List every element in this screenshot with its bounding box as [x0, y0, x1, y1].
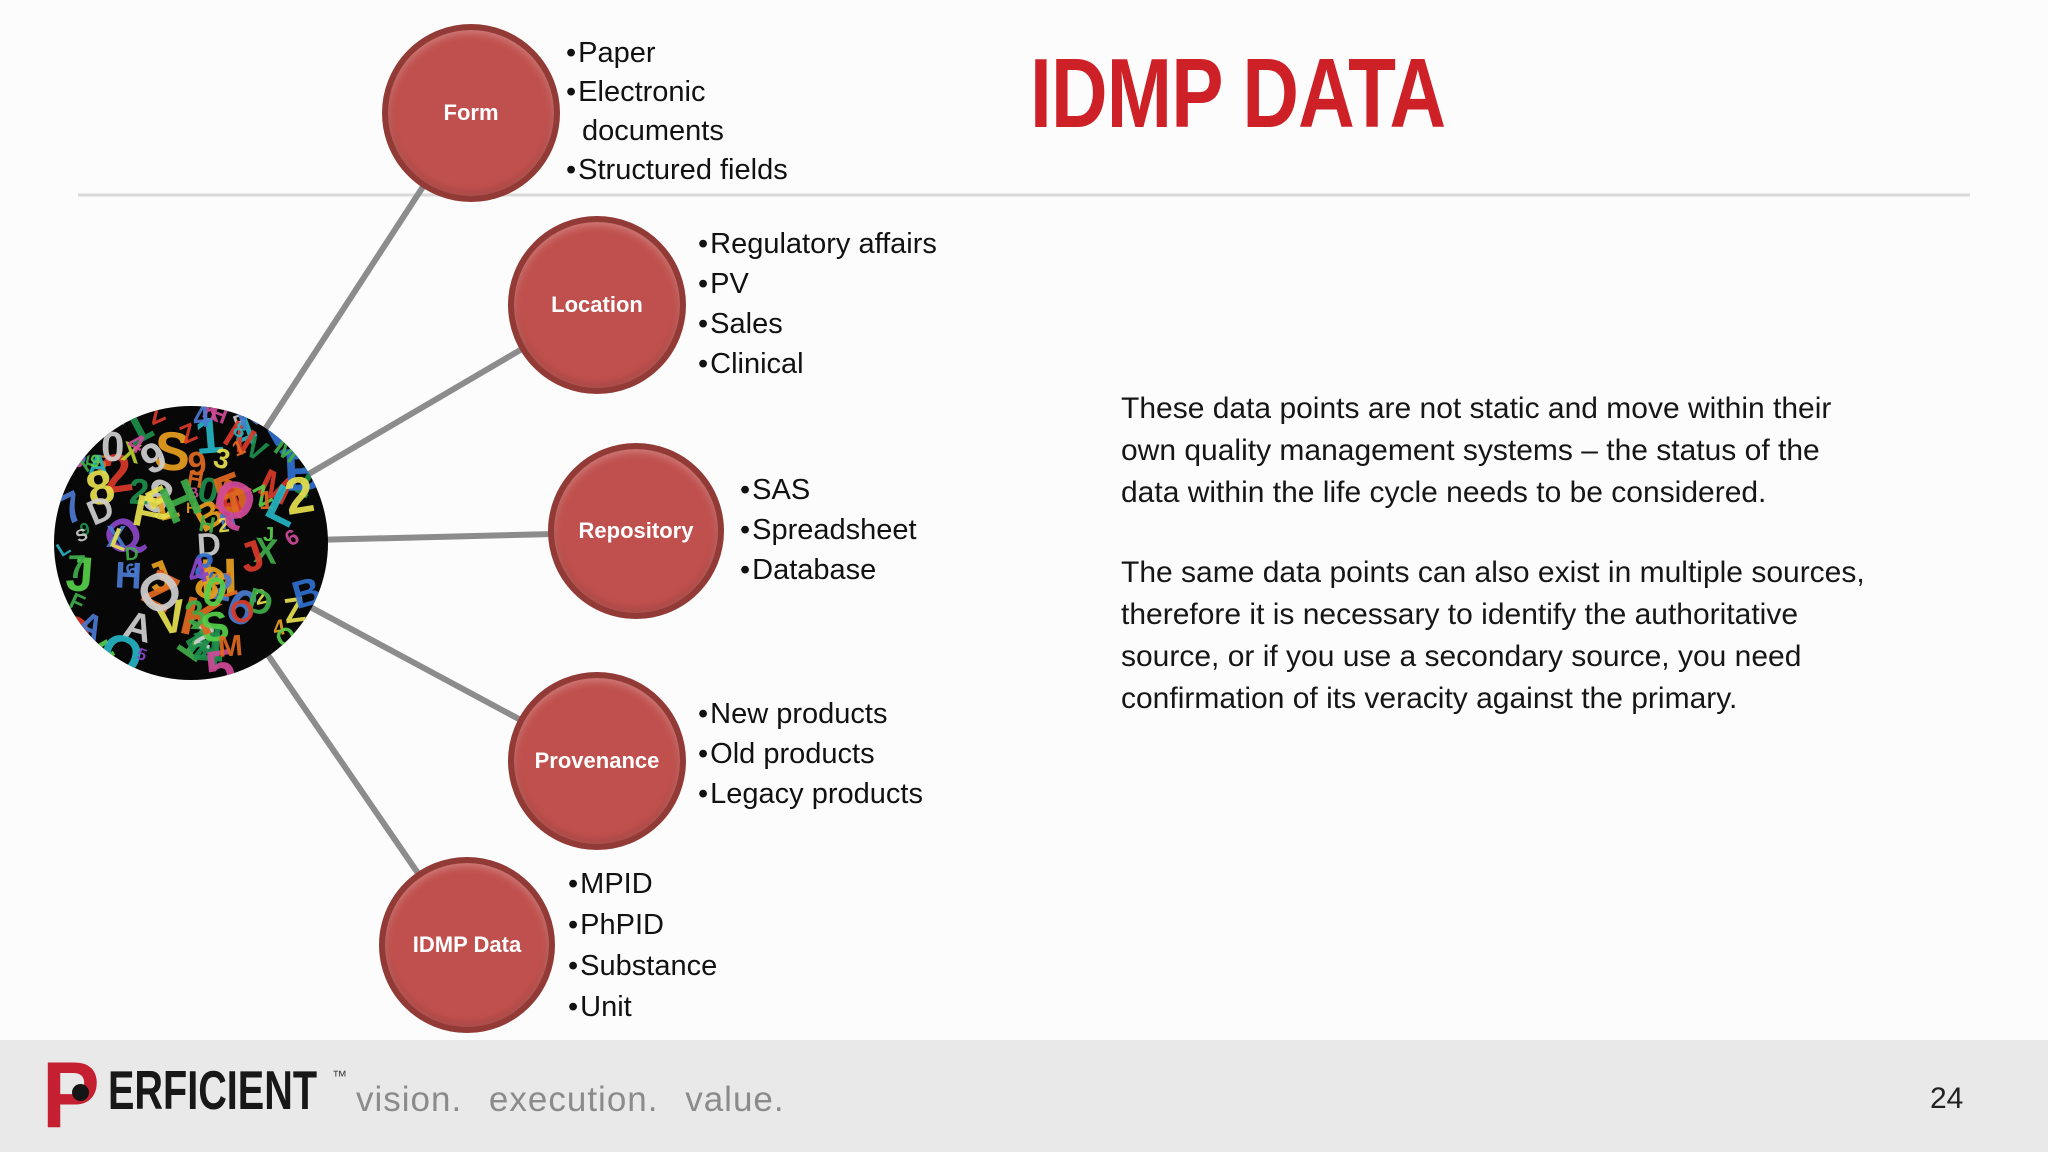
- body-text: These data points are not static and mov…: [1121, 388, 1869, 720]
- bullet-item: Paper: [566, 34, 811, 73]
- bullet-item: PhPID: [568, 905, 868, 946]
- perficient-logo-text: ERFICIENT: [108, 1059, 318, 1121]
- diagram-node-location: Location: [508, 216, 686, 394]
- diagram-node-form: Form: [382, 24, 560, 202]
- footer-bar: [0, 1040, 2048, 1152]
- bullet-item: Spreadsheet: [740, 510, 1040, 550]
- slide-title: IDMP DATA: [1030, 38, 1446, 148]
- node-label: Repository: [578, 518, 694, 543]
- photo-glyph: M: [216, 629, 245, 665]
- bullet-item: SAS: [740, 470, 1040, 510]
- perficient-logo-p: P: [42, 1042, 100, 1147]
- photo-glyph: 7: [67, 548, 87, 586]
- bullet-list-form: PaperElectronic documentsStructured fiel…: [566, 34, 811, 190]
- diagram-node-idmp-data: IDMP Data: [379, 857, 555, 1033]
- bullet-item: Clinical: [698, 344, 1038, 384]
- logo-tagline: vision. execution. value.: [356, 1080, 785, 1119]
- bullet-item: Legacy products: [698, 774, 1038, 814]
- bullet-list-location: Regulatory affairsPVSalesClinical: [698, 224, 1038, 384]
- photo-glyph: 6: [279, 524, 304, 552]
- photo-glyph: D: [124, 543, 140, 566]
- node-label: Location: [551, 292, 643, 317]
- page-number: 24: [1930, 1082, 1964, 1115]
- bullet-list-provenance: New productsOld productsLegacy products: [698, 694, 1038, 814]
- bullet-item: Unit: [568, 987, 868, 1028]
- body-paragraph-2: The same data points can also exist in m…: [1121, 556, 1865, 715]
- diagram-node-provenance: Provenance: [508, 672, 686, 850]
- bullet-item: Substance: [568, 946, 868, 987]
- bullet-item: PV: [698, 264, 1038, 304]
- bullet-item: Regulatory affairs: [698, 224, 1038, 264]
- node-label: IDMP Data: [412, 932, 522, 957]
- node-label: Provenance: [534, 748, 660, 773]
- bullet-item: Database: [740, 550, 1040, 590]
- node-label: Form: [443, 100, 499, 125]
- trademark-mark: ™: [332, 1068, 347, 1085]
- bullet-item: Old products: [698, 734, 1038, 774]
- perficient-logo-dot: [72, 1084, 89, 1101]
- bullet-item: MPID: [568, 864, 868, 905]
- bullet-list-repository: SASSpreadsheetDatabase: [740, 470, 1040, 590]
- bullet-item: New products: [698, 694, 1038, 734]
- body-paragraph-1: These data points are not static and mov…: [1121, 392, 1832, 509]
- bullet-item: Structured fields: [566, 151, 811, 190]
- bullet-item: Sales: [698, 304, 1038, 344]
- bullet-item: Electronic documents: [566, 73, 811, 151]
- bullet-list-idmp-data: MPIDPhPIDSubstanceUnit: [568, 864, 868, 1028]
- diagram-node-repository: Repository: [548, 443, 724, 619]
